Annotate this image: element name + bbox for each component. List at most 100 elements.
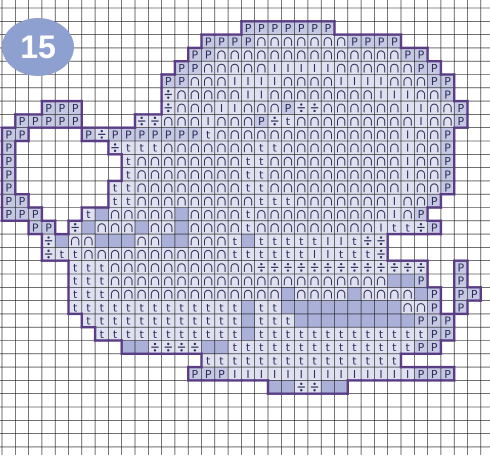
letter-P: P — [138, 128, 145, 141]
stitch-cell — [321, 274, 334, 287]
stitch-cell — [162, 194, 175, 207]
stitch-cell — [202, 194, 215, 207]
letter-I: I — [273, 368, 276, 381]
letter-I: I — [246, 75, 249, 88]
letter-t: t — [352, 248, 357, 261]
stitch-cell — [374, 141, 387, 154]
stitch-cell — [388, 287, 401, 300]
letter-t: t — [233, 248, 238, 261]
stitch-cell — [308, 314, 321, 327]
letter-P: P — [45, 115, 52, 128]
letter-P: P — [378, 35, 385, 48]
letter-t: t — [259, 168, 264, 181]
stitch-cell — [215, 168, 228, 181]
letter-t: t — [272, 195, 277, 208]
stitch-cell — [228, 88, 241, 101]
stitch-cell — [255, 274, 268, 287]
stitch-cell — [348, 301, 361, 314]
letter-P: P — [444, 315, 451, 328]
letter-t: t — [206, 328, 211, 341]
stitch-cell — [215, 154, 228, 167]
stitch-cell — [321, 141, 334, 154]
stitch-cell — [135, 194, 148, 207]
letter-t: t — [326, 354, 331, 367]
stitch-cell — [281, 274, 294, 287]
stitch-cell — [241, 301, 254, 314]
stitch-cell — [348, 128, 361, 141]
stitch-cell — [335, 287, 348, 300]
letter-I: I — [393, 88, 396, 101]
stitch-cell — [162, 181, 175, 194]
stitch-cell — [308, 274, 321, 287]
stitch-cell — [321, 101, 334, 114]
stitch-cell — [308, 154, 321, 167]
stitch-cell — [188, 114, 201, 127]
letter-t: t — [259, 235, 264, 248]
letter-t: t — [113, 301, 118, 314]
stitch-cell — [122, 221, 135, 234]
letter-P: P — [418, 315, 425, 328]
letter-I: I — [260, 368, 263, 381]
letter-P: P — [59, 115, 66, 128]
letter-t: t — [392, 354, 397, 367]
stitch-cell — [321, 48, 334, 61]
stitch-cell — [295, 154, 308, 167]
stitch-cell — [308, 88, 321, 101]
stitch-cell — [108, 247, 121, 260]
letter-t: t — [352, 328, 357, 341]
stitch-cell — [374, 287, 387, 300]
letter-P: P — [458, 115, 465, 128]
stitch-cell — [162, 261, 175, 274]
letter-I: I — [406, 102, 409, 115]
letter-I: I — [220, 102, 223, 115]
stitch-cell — [281, 208, 294, 221]
stitch-cell — [148, 194, 161, 207]
letter-t: t — [366, 354, 371, 367]
stitch-cell — [228, 61, 241, 74]
letter-P: P — [431, 75, 438, 88]
stitch-cell — [361, 314, 374, 327]
stitch-cell — [428, 141, 441, 154]
letter-P: P — [152, 128, 159, 141]
letter-t: t — [352, 354, 357, 367]
letter-P: P — [431, 221, 438, 234]
letter-I: I — [326, 368, 329, 381]
stitch-cell — [228, 194, 241, 207]
stitch-cell — [321, 287, 334, 300]
stitch-cell — [175, 168, 188, 181]
stitch-cell — [241, 234, 254, 247]
stitch-cell — [228, 287, 241, 300]
stitch-cell — [308, 208, 321, 221]
stitch-cell — [361, 61, 374, 74]
stitch-cell — [428, 88, 441, 101]
letter-t: t — [100, 288, 105, 301]
stitch-cell — [108, 234, 121, 247]
stitch-cell — [388, 101, 401, 114]
letter-t: t — [100, 328, 105, 341]
stitch-cell — [388, 154, 401, 167]
stitch-cell — [281, 75, 294, 88]
letter-t: t — [206, 354, 211, 367]
stitch-cell — [108, 261, 121, 274]
stitch-cell — [228, 208, 241, 221]
stitch-cell — [215, 194, 228, 207]
letter-I: I — [353, 368, 356, 381]
letter-t: t — [339, 354, 344, 367]
stitch-cell — [335, 88, 348, 101]
stitch-cell — [188, 274, 201, 287]
letter-P: P — [125, 128, 132, 141]
letter-I: I — [406, 155, 409, 168]
stitch-cell — [321, 208, 334, 221]
letter-t: t — [100, 315, 105, 328]
letter-t: t — [272, 235, 277, 248]
letter-t: t — [113, 328, 118, 341]
stitch-cell — [241, 287, 254, 300]
stitch-cell — [348, 314, 361, 327]
stitch-cell — [202, 341, 215, 354]
stitch-cell — [321, 168, 334, 181]
letter-t: t — [100, 301, 105, 314]
letter-t: t — [259, 182, 264, 195]
letter-t: t — [206, 315, 211, 328]
stitch-cell — [228, 141, 241, 154]
